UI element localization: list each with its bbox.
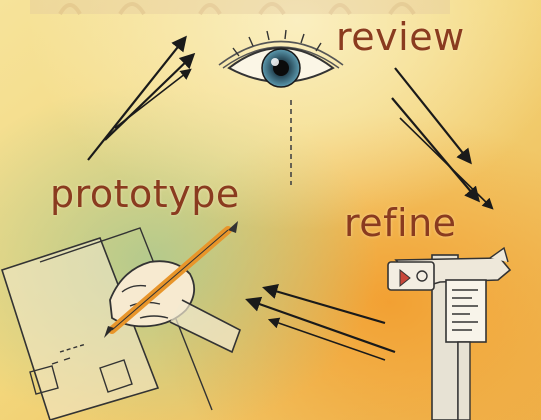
label-refine: refine [344,204,457,242]
label-review: review [336,18,465,56]
label-prototype: prototype [50,175,240,213]
top-watermark [30,0,450,14]
